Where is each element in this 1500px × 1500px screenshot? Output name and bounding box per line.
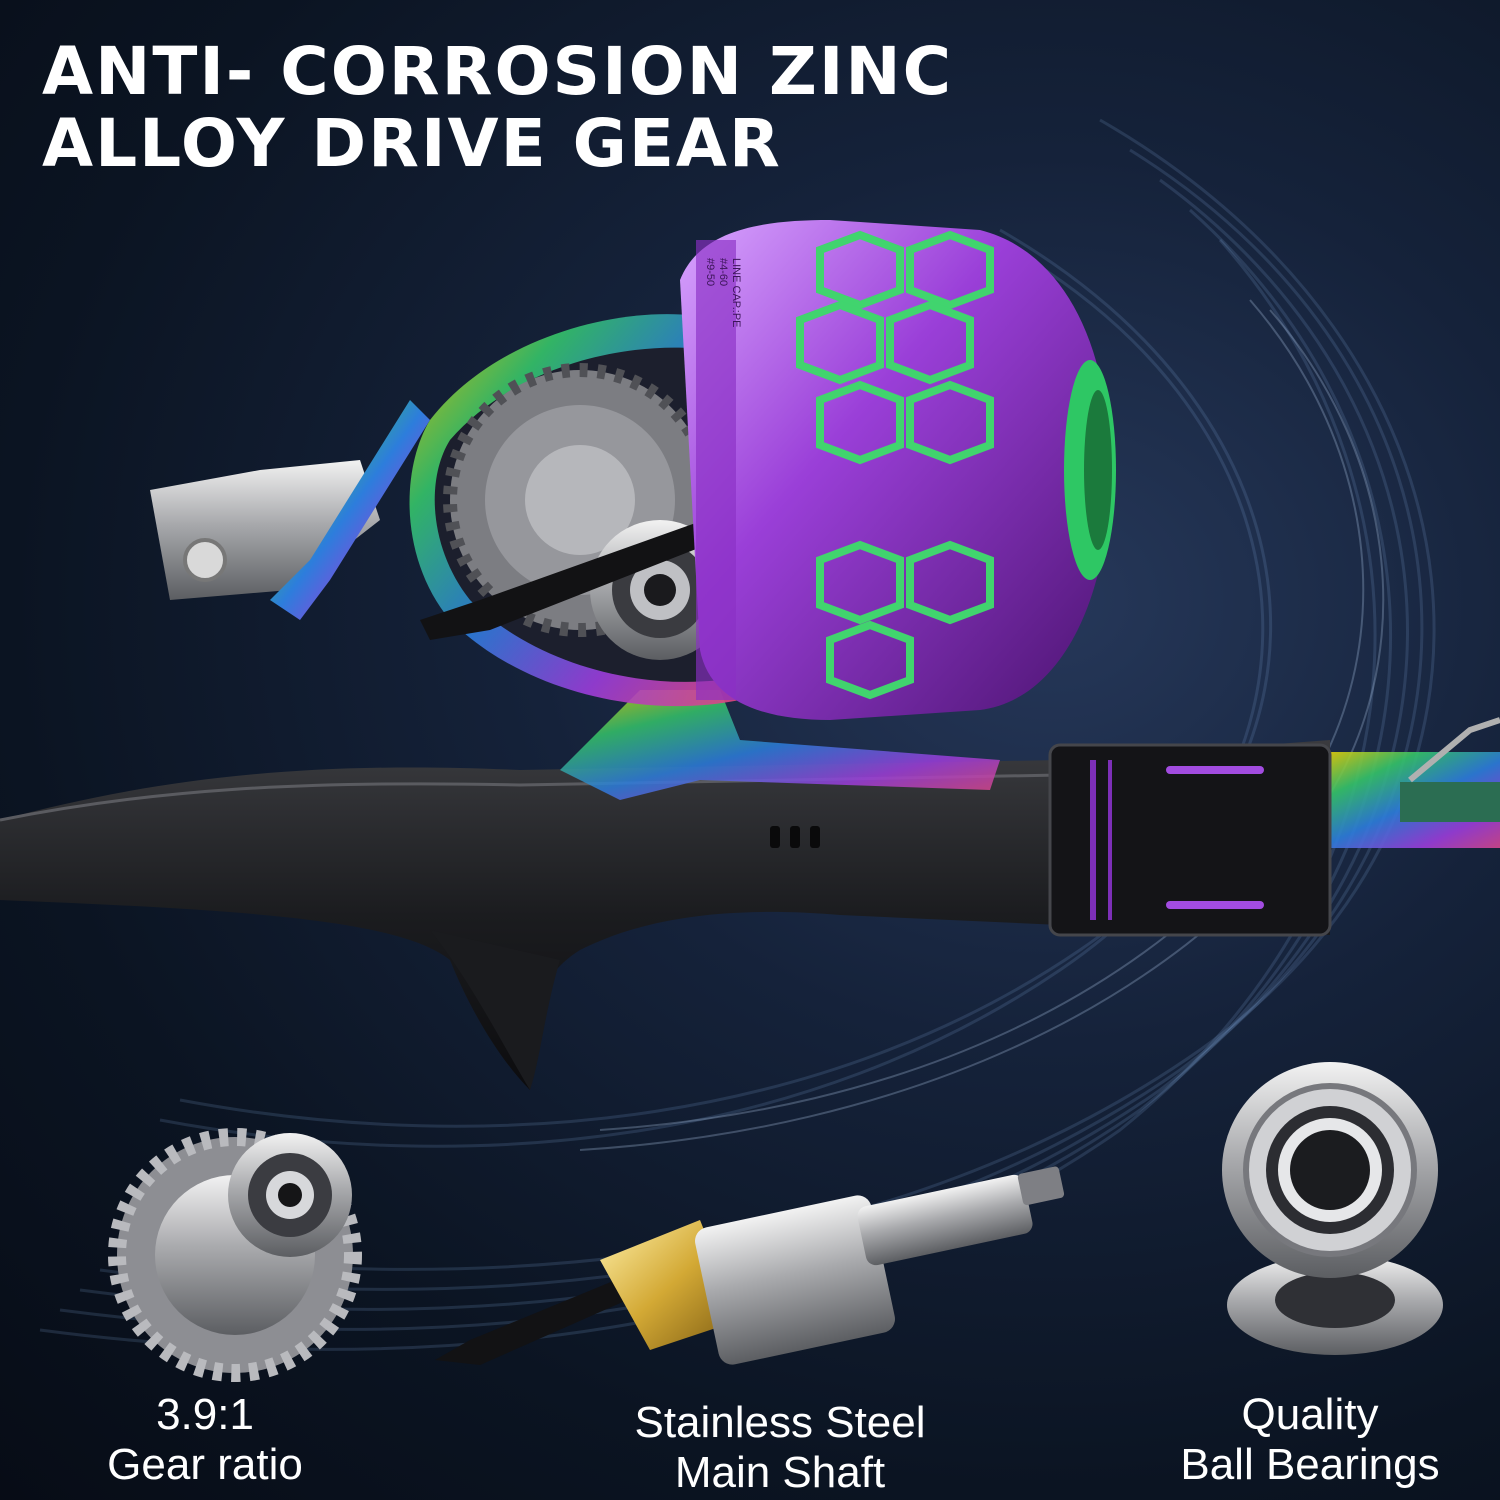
ball-bearings-line-2: Ball Bearings: [1180, 1440, 1440, 1489]
crank-handle: [150, 400, 430, 620]
gear-ratio-caption: 3.9:1 Gear ratio: [60, 1390, 350, 1490]
ball-bearings-line-1: Quality: [1241, 1390, 1379, 1439]
bearing-part: [1222, 1062, 1443, 1355]
rod-blank: [1320, 717, 1500, 848]
shaft-part: [435, 1166, 1065, 1365]
main-shaft-line-2: Main Shaft: [674, 1448, 886, 1497]
swoosh-lines: [39, 118, 1436, 1351]
main-shaft-caption: Stainless Steel Main Shaft: [590, 1398, 970, 1498]
gear-ratio-value: 3.9:1: [156, 1390, 254, 1439]
spool-marking-line-3: #9-50: [704, 258, 716, 287]
headline-line-2: ALLOY DRIVE GEAR: [42, 105, 782, 182]
gear-part: [108, 1128, 362, 1382]
gear-ratio-label: Gear ratio: [107, 1440, 303, 1489]
headline: ANTI- CORROSION ZINC ALLOY DRIVE GEAR: [42, 36, 953, 180]
spool-marking-line-2: #4-60: [717, 258, 729, 287]
spool-marking-line-1: LINE CAP.:PE: [730, 258, 742, 328]
main-shaft-line-1: Stainless Steel: [634, 1398, 926, 1447]
rod-handle: [0, 740, 1332, 1090]
ball-bearings-caption: Quality Ball Bearings: [1140, 1390, 1480, 1490]
headline-line-1: ANTI- CORROSION ZINC: [42, 33, 954, 110]
spool-marking: LINE CAP.:PE #4-60 #9-50: [703, 258, 742, 328]
reel-spool-cover: [680, 220, 1116, 720]
